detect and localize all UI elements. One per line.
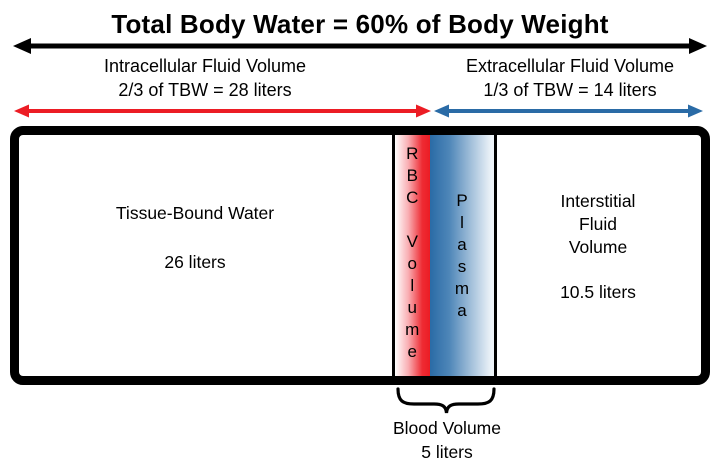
tbw-arrow	[13, 38, 707, 54]
plasma-column: P l a s m a	[430, 135, 494, 376]
intracellular-label-line2: 2/3 of TBW = 28 liters	[118, 80, 292, 100]
interstitial-fluid-label: Interstitial Fluid Volume	[500, 190, 696, 259]
extracellular-label-line2: 1/3 of TBW = 14 liters	[483, 80, 657, 100]
plasma-right-divider	[494, 135, 497, 376]
tissue-bound-water-label: Tissue-Bound Water	[115, 203, 275, 223]
diagram-title: Total Body Water = 60% of Body Weight	[111, 9, 609, 39]
blood-volume-label: Blood Volume	[393, 418, 501, 438]
interstitial-label-line2: Fluid	[579, 214, 617, 234]
tissue-bound-water-volume: 26 liters	[164, 252, 226, 272]
plasma-label: P l a s m a	[454, 190, 470, 320]
interstitial-label-line1: Interstitial	[560, 191, 636, 211]
ecf-arrow	[434, 104, 703, 118]
blood-volume-value: 5 liters	[421, 442, 473, 462]
extracellular-label-line1: Extracellular Fluid Volume	[465, 56, 675, 76]
blood-volume-brace	[396, 387, 496, 414]
intracellular-label: Intracellular Fluid Volume 2/3 of TBW = …	[25, 54, 385, 102]
rbc-volume-column: R B C V o l u m e	[394, 135, 430, 376]
rbc-left-divider	[392, 135, 395, 376]
icf-arrow	[14, 104, 431, 118]
interstitial-fluid-volume: 10.5 liters	[560, 282, 636, 302]
intracellular-label-line1: Intracellular Fluid Volume	[103, 56, 307, 76]
body-water-box	[10, 126, 710, 385]
interstitial-label-line3: Volume	[568, 237, 628, 257]
rbc-volume-label: R B C V o l u m e	[405, 144, 420, 361]
extracellular-label: Extracellular Fluid Volume 1/3 of TBW = …	[420, 54, 720, 102]
